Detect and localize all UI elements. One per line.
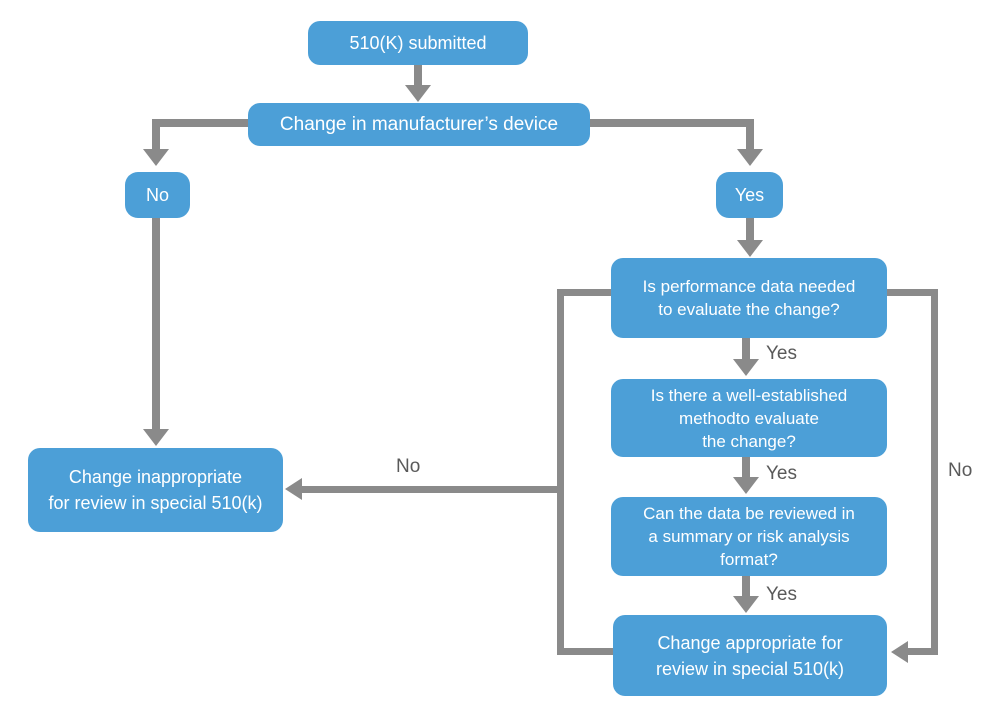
connector-change-to-no-vertical xyxy=(152,119,160,150)
node-label: No xyxy=(145,185,169,205)
left-rail-top-horizontal xyxy=(557,289,611,296)
arrowhead-left-icon xyxy=(891,641,908,663)
connector-change-to-yes-horizontal xyxy=(590,119,754,127)
connector-performance-to-method xyxy=(742,338,750,360)
node-label-line: a summary or risk analysis xyxy=(648,527,850,546)
node-label-line: the change? xyxy=(702,431,796,451)
node-label-line: Change inappropriate xyxy=(68,467,243,487)
node-question-summary-format: Can the data be reviewed in a summary or… xyxy=(611,497,887,576)
edge-label-summary-yes: Yes xyxy=(766,584,797,605)
connector-method-to-summary xyxy=(742,457,750,478)
node-label: Yes xyxy=(734,185,765,205)
connector-yes-to-performance xyxy=(746,218,754,241)
connector-no-to-inappropriate xyxy=(152,218,160,430)
arrowhead-down-icon xyxy=(733,359,759,376)
arrowhead-down-icon xyxy=(737,149,763,166)
right-rail-bottom-horizontal xyxy=(908,648,938,655)
arrowhead-down-icon xyxy=(405,85,431,102)
connector-submitted-to-change xyxy=(414,65,422,86)
node-no-branch: No xyxy=(125,172,190,218)
node-label-line: Can the data be reviewed in xyxy=(643,504,855,523)
node-510k-submitted: 510(K) submitted xyxy=(308,21,528,65)
node-label-line: methodto evaluate xyxy=(679,408,819,428)
node-question-well-established-method: Is there a well-established methodto eva… xyxy=(611,379,887,457)
node-label-line: for review in special 510(k) xyxy=(48,493,263,513)
node-label-line: Is there a well-established xyxy=(650,385,848,405)
edge-label-method-yes: Yes xyxy=(766,463,797,484)
node-label-line: Is performance data needed xyxy=(642,277,856,296)
node-label-line: review in special 510(k) xyxy=(655,658,845,679)
arrowhead-down-icon xyxy=(733,477,759,494)
node-change-inappropriate: Change inappropriate for review in speci… xyxy=(28,448,283,532)
node-label: Change in manufacturer’s device xyxy=(279,113,559,135)
node-label-line: Change appropriate for xyxy=(657,632,843,653)
connector-summary-to-appropriate xyxy=(742,576,750,597)
edge-label-right-rail-no: No xyxy=(948,460,973,481)
right-rail-vertical xyxy=(931,289,938,655)
arrowhead-down-icon xyxy=(737,240,763,257)
node-change-in-manufacturers-device: Change in manufacturer’s device xyxy=(248,103,590,146)
node-change-appropriate: Change appropriate for review in special… xyxy=(613,615,887,696)
node-label-line: format? xyxy=(720,550,778,569)
edge-label-performance-yes: Yes xyxy=(766,343,797,364)
left-rail-bottom-horizontal xyxy=(557,648,613,655)
connector-change-to-no-horizontal xyxy=(152,119,248,127)
left-rail-vertical xyxy=(557,289,564,655)
node-yes-branch: Yes xyxy=(716,172,783,218)
arrowhead-down-icon xyxy=(143,149,169,166)
connector-rail-to-inappropriate xyxy=(302,486,564,493)
node-question-performance-data: Is performance data needed to evaluate t… xyxy=(611,258,887,338)
arrowhead-left-icon xyxy=(285,478,302,500)
right-rail-top-horizontal xyxy=(887,289,938,296)
arrowhead-down-icon xyxy=(143,429,169,446)
connector-change-to-yes-vertical xyxy=(746,119,754,150)
node-label: 510(K) submitted xyxy=(349,33,487,53)
node-label-line: to evaluate the change? xyxy=(658,300,840,319)
edge-label-inappropriate-no: No xyxy=(396,456,421,477)
arrowhead-down-icon xyxy=(733,596,759,613)
